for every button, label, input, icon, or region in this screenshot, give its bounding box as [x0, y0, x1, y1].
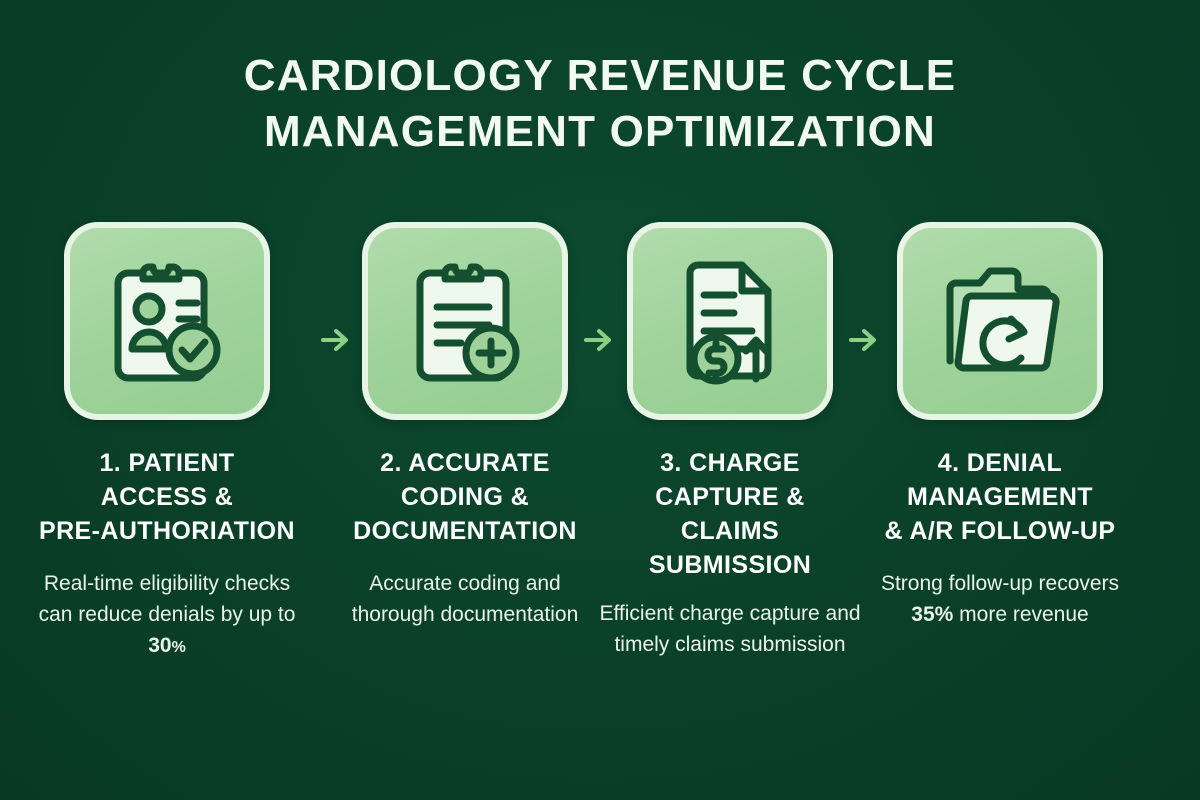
step-4-icon-card-inner [903, 228, 1097, 414]
step-1-heading-line-2: ACCESS & [100, 483, 234, 511]
step-1-description-highlight: 30 [148, 634, 172, 657]
step-4-heading: 4. DENIAL MANAGEMENT & A/R FOLLOW-UP [865, 446, 1135, 548]
process-step-2: 2. ACCURATE CODING & DOCUMENTATION Accur… [330, 222, 600, 630]
arrow-step-2-to-3 [578, 320, 618, 360]
clipboard-document-plus-icon [403, 255, 527, 387]
page-title-line-1: CARDIOLOGY REVENUE CYCLE [243, 51, 957, 100]
step-4-heading-line-1: 4. DENIAL [937, 449, 1063, 477]
step-3-description-text: Efficient charge capture and timely clai… [599, 602, 861, 656]
step-2-description-text: Accurate coding and thorough documentati… [351, 572, 579, 626]
folder-refresh-followup-icon [936, 259, 1064, 383]
step-4-heading-line-2: MANAGEMENT [907, 483, 1093, 511]
step-3-heading-line-3: CLAIMS [680, 517, 780, 545]
step-1-description-text: Real-time eligibility checks can reduce … [38, 572, 296, 626]
step-3-description: Efficient charge capture and timely clai… [595, 598, 865, 660]
step-1-heading-line-1: 1. PATIENT [99, 449, 235, 477]
invoice-dollar-uptrend-icon [668, 255, 792, 387]
step-4-description-highlight: 35% [911, 603, 954, 626]
step-4-heading-line-3: & A/R FOLLOW-UP [884, 517, 1116, 545]
step-3-heading-line-2: CAPTURE & [655, 483, 805, 511]
step-4-description: Strong follow-up recovers 35% more reven… [865, 568, 1135, 630]
step-3-icon-card-inner [633, 228, 827, 414]
step-1-icon-card-inner [70, 228, 264, 414]
step-1-description: Real-time eligibility checks can reduce … [32, 568, 302, 663]
step-1-heading-line-3: PRE-AUTHORIATION [39, 517, 295, 545]
step-2-icon-card-inner [368, 228, 562, 414]
step-2-heading-line-2: CODING & [400, 483, 530, 511]
step-2-heading-line-3: DOCUMENTATION [353, 517, 577, 545]
step-3-icon-card [627, 222, 833, 420]
step-4-icon-card [897, 222, 1103, 420]
process-step-1: 1. PATIENT ACCESS & PRE-AUTHORIATION Rea… [32, 222, 302, 663]
arrow-step-1-to-2 [315, 320, 355, 360]
clipboard-patient-id-check-icon [105, 255, 229, 387]
process-steps-row: 1. PATIENT ACCESS & PRE-AUTHORIATION Rea… [0, 222, 1200, 742]
step-3-heading-line-4: SUBMISSION [648, 551, 812, 579]
step-3-heading-line-1: 3. CHARGE [660, 449, 800, 477]
step-4-description-text: Strong follow-up recovers [880, 572, 1120, 595]
step-1-icon-card [64, 222, 270, 420]
step-2-description: Accurate coding and thorough documentati… [330, 568, 600, 630]
step-1-description-suffix: % [171, 639, 186, 656]
step-2-heading-line-1: 2. ACCURATE [380, 449, 550, 477]
step-2-icon-card [362, 222, 568, 420]
arrow-step-3-to-4 [843, 320, 883, 360]
step-4-description-suffix: more revenue [953, 603, 1089, 626]
page-title-line-2: MANAGEMENT OPTIMIZATION [263, 107, 937, 156]
step-2-heading: 2. ACCURATE CODING & DOCUMENTATION [330, 446, 600, 548]
page-title: CARDIOLOGY REVENUE CYCLE MANAGEMENT OPTI… [0, 48, 1200, 160]
process-step-3: 3. CHARGE CAPTURE & CLAIMS SUBMISSION Ef… [595, 222, 865, 660]
step-3-heading: 3. CHARGE CAPTURE & CLAIMS SUBMISSION [595, 446, 865, 582]
process-step-4: 4. DENIAL MANAGEMENT & A/R FOLLOW-UP Str… [865, 222, 1135, 630]
step-1-heading: 1. PATIENT ACCESS & PRE-AUTHORIATION [32, 446, 302, 548]
